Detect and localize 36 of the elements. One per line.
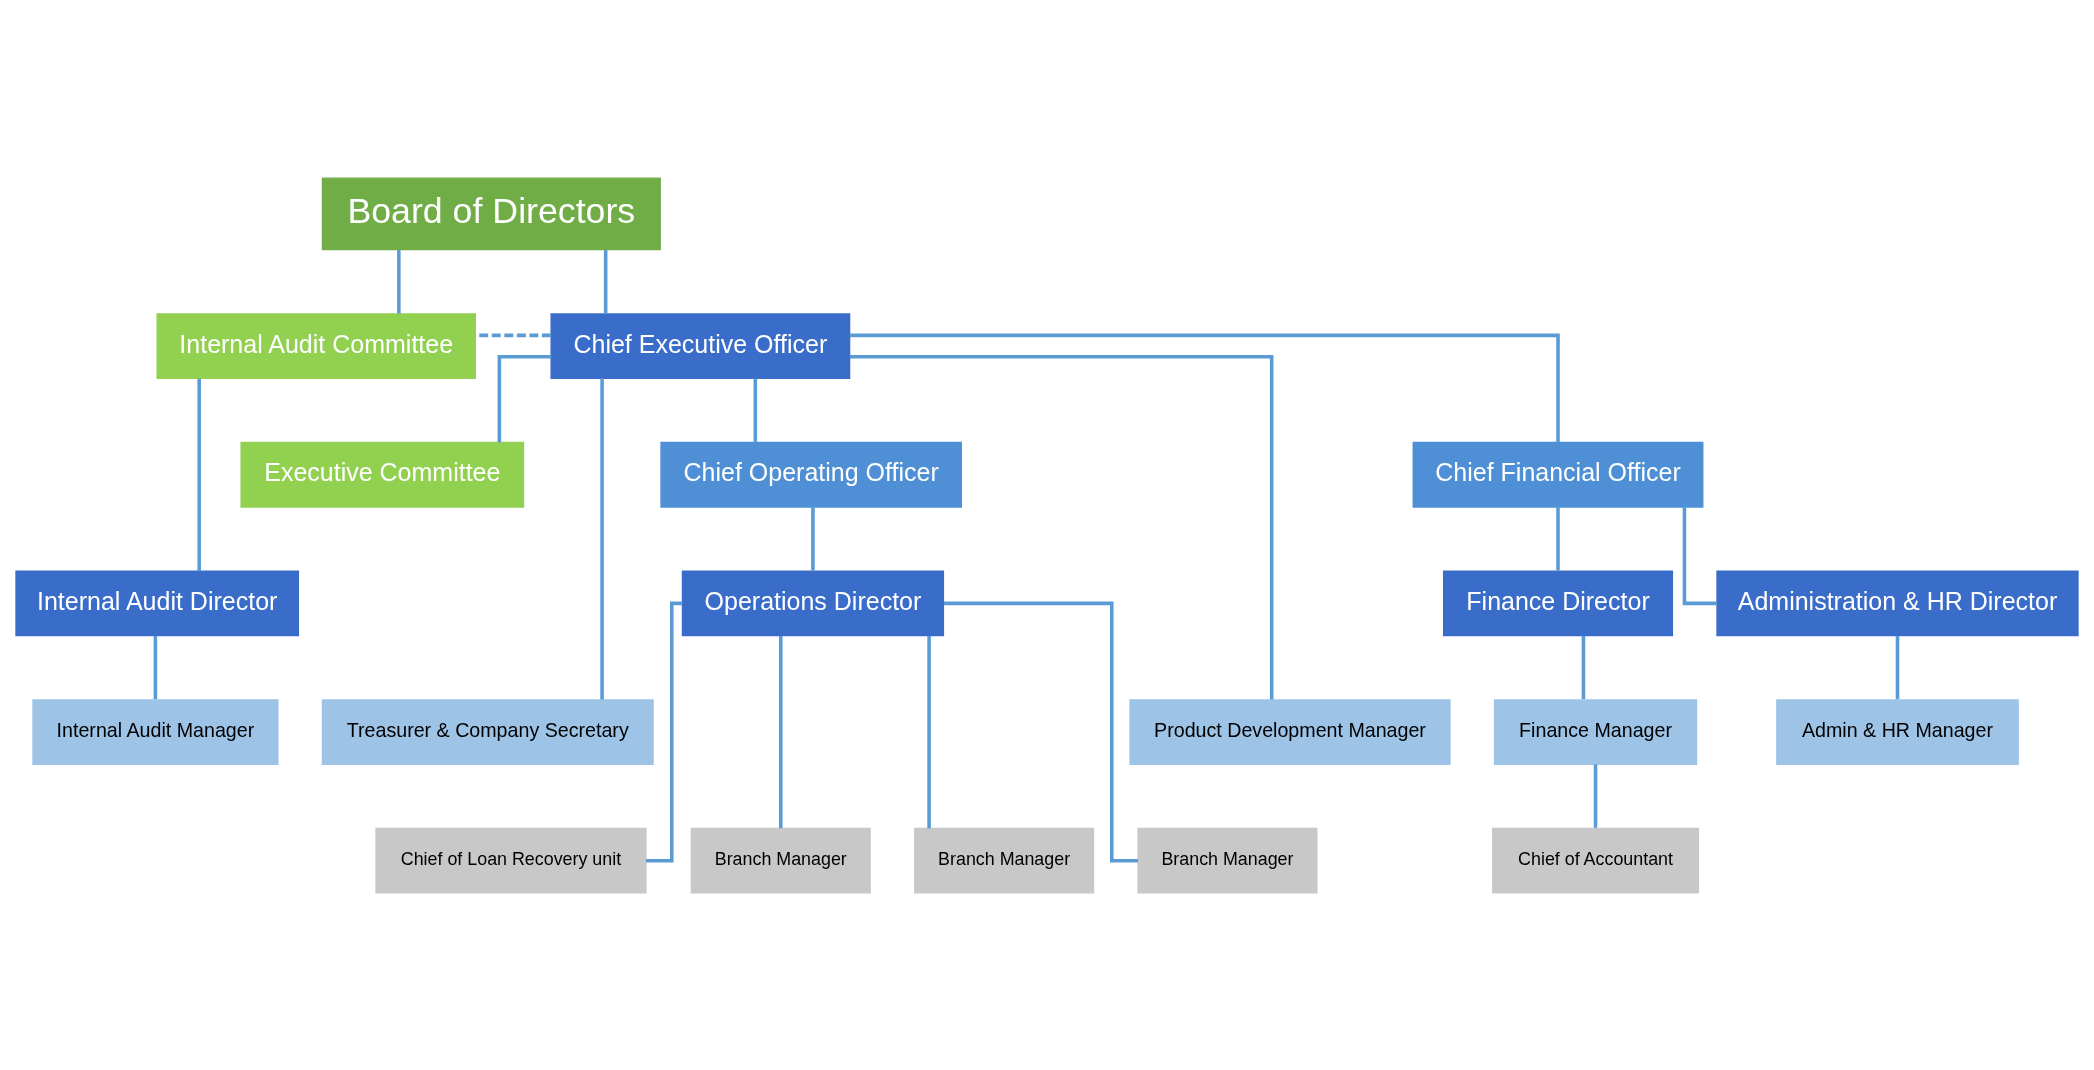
node-box: Board of Directors <box>321 176 661 250</box>
node-box: Operations Director <box>681 570 945 636</box>
node-box: Executive Committee <box>240 441 525 508</box>
connector <box>497 354 552 443</box>
connector <box>397 249 401 314</box>
connector <box>849 354 1274 699</box>
node-box: Administration & HR Director <box>1716 570 2079 636</box>
node-box: Internal Audit Manager <box>32 698 279 765</box>
connector <box>849 333 1560 442</box>
connector <box>753 378 758 442</box>
node-box: Chief Executive Officer <box>550 312 851 379</box>
connector <box>600 377 604 700</box>
connector <box>1556 506 1560 570</box>
connector <box>1593 764 1598 828</box>
connector <box>153 635 158 699</box>
connector <box>197 378 201 571</box>
node-box: Chief of Accountant <box>1492 827 1699 894</box>
connector <box>811 506 815 570</box>
node-box: Treasurer & Company Secretary <box>321 698 654 765</box>
node-box: Chief Financial Officer <box>1412 441 1704 508</box>
connector <box>1581 635 1586 699</box>
connector <box>603 249 608 314</box>
node-box: Chief of Loan Recovery unit <box>375 827 647 894</box>
node-box: Chief Operating Officer <box>660 441 962 508</box>
node-box: Internal Audit Director <box>15 570 300 636</box>
connector <box>927 635 931 828</box>
connector <box>1895 635 1900 699</box>
connector <box>779 635 783 828</box>
node-box: Internal Audit Committee <box>156 312 476 379</box>
node-box: Product Development Manager <box>1129 698 1451 765</box>
node-box: Branch Manager <box>914 827 1095 894</box>
node-box: Branch Manager <box>690 827 871 894</box>
node-box: Branch Manager <box>1137 827 1318 894</box>
node-box: Admin & HR Manager <box>1776 698 2019 765</box>
node-box: Finance Director <box>1442 570 1674 636</box>
node-box: Finance Manager <box>1493 698 1698 765</box>
